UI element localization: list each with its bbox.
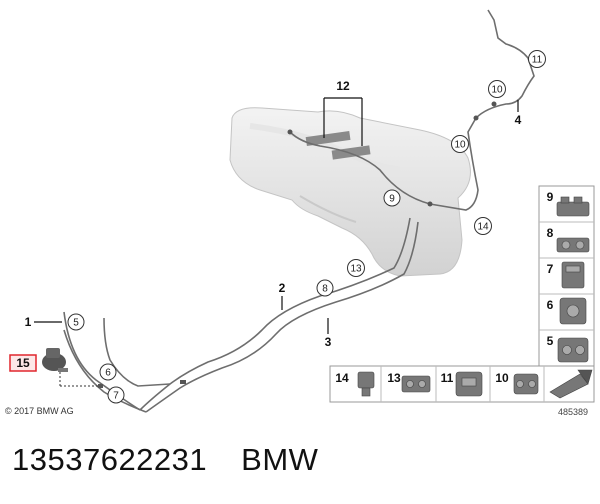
- fuel-lines: [63, 9, 535, 413]
- brand-name: BMW: [241, 442, 319, 477]
- svg-text:7: 7: [113, 391, 119, 402]
- part-label-12: 12: [336, 79, 350, 93]
- legend-bottom-label-11: 11: [441, 371, 454, 385]
- copyright-text: © 2017 BMW AG: [5, 406, 74, 416]
- connectors: [98, 101, 497, 388]
- legend-bottom-label-14: 14: [335, 371, 349, 385]
- legend-right-label-7: 7: [547, 262, 554, 276]
- svg-text:11: 11: [532, 55, 543, 66]
- svg-text:8: 8: [322, 284, 328, 295]
- callout-11: 11: [528, 50, 546, 68]
- legend-right-label-6: 6: [547, 298, 554, 312]
- tank-straps: [305, 130, 371, 160]
- legend-right-label-8: 8: [547, 226, 554, 240]
- clip-9-icon: [556, 196, 590, 217]
- legend-right-label-9: 9: [547, 190, 554, 204]
- arrow-icon: [549, 369, 593, 399]
- callout-14: 14: [474, 217, 492, 235]
- callout-8: 8: [316, 279, 334, 297]
- fuel-line-diagram: 12 1 2 3 4 15 5 6 7 8 9 10 10 11: [9, 9, 595, 413]
- part-number: 13537622231: [12, 442, 208, 477]
- part-15-highlight: [9, 354, 37, 372]
- svg-text:10: 10: [454, 140, 466, 151]
- clip-5-icon: [557, 337, 589, 363]
- svg-text:10: 10: [491, 85, 503, 96]
- clip-10-icon: [513, 373, 539, 395]
- callout-5: 5: [67, 313, 85, 331]
- legend-bottom: 14 13 11 10: [329, 365, 595, 403]
- clip-7-icon: [561, 261, 585, 289]
- callout-9: 9: [383, 189, 401, 207]
- legend-bottom-label-13: 13: [387, 371, 401, 385]
- callout-10b: 10: [488, 80, 506, 98]
- callout-7: 7: [107, 386, 125, 404]
- part-label-15: 15: [16, 356, 30, 370]
- label-12-bracket: [323, 97, 363, 146]
- fuel-tank: [229, 107, 471, 277]
- part-label-3: 3: [325, 335, 332, 349]
- callout-6: 6: [99, 363, 117, 381]
- clip-6-icon: [559, 297, 587, 325]
- clip-13-icon: [401, 375, 431, 393]
- part-15-valve: [42, 348, 98, 387]
- part-label-4: 4: [515, 113, 522, 127]
- legend-bottom-label-10: 10: [495, 371, 509, 385]
- svg-text:14: 14: [477, 222, 489, 233]
- legend-right-label-5: 5: [547, 334, 554, 348]
- legend-right: 9 8 7 6 5: [538, 185, 595, 370]
- clip-11-icon: [455, 371, 483, 397]
- svg-text:9: 9: [389, 194, 395, 205]
- callout-10: 10: [451, 135, 469, 153]
- part-label-1: 1: [25, 315, 32, 329]
- image-number: 485389: [557, 407, 588, 417]
- part-label-2: 2: [279, 281, 286, 295]
- clip-14-icon: [357, 371, 375, 397]
- callout-13: 13: [347, 259, 365, 277]
- svg-text:5: 5: [73, 318, 79, 329]
- clip-8-icon: [556, 237, 590, 253]
- svg-text:6: 6: [105, 368, 111, 379]
- svg-text:13: 13: [350, 264, 362, 275]
- caption: 13537622231 BMW: [12, 442, 318, 478]
